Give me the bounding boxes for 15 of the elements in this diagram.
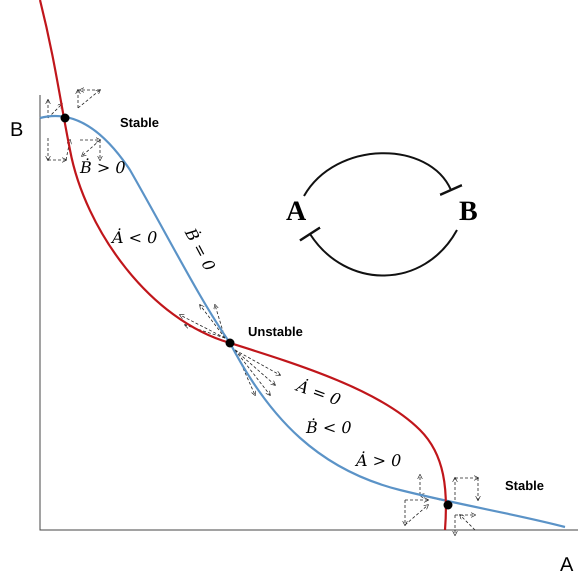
gene-label: A [286,198,306,226]
axis-label: A [560,555,574,575]
point-label: Unstable [248,325,303,338]
inhibition-arc [303,152,463,198]
point-label: Stable [505,479,544,492]
point-label: Stable [120,116,160,129]
gene-label: B [459,198,478,226]
region-label: Ḃ < 0 [306,420,352,436]
nullcline-label: Ȧ = 0 [294,378,343,409]
region-label: Ȧ < 0 [112,230,158,246]
nullcline-label: Ḃ = 0 [182,226,218,274]
region-label: Ḃ > 0 [80,160,126,176]
axis-label: B [10,120,24,140]
inhibition-arc [299,225,458,276]
region-label: Ȧ > 0 [356,453,402,469]
